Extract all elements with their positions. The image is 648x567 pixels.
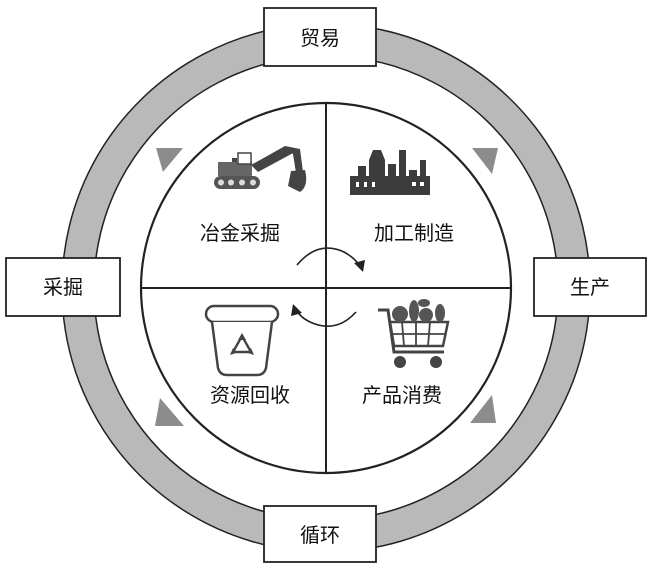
arrow-bottom-right bbox=[470, 395, 496, 423]
label-box-left bbox=[5, 257, 121, 317]
arrow-top-right bbox=[472, 148, 498, 174]
quadrant-label-bottom-left: 资源回收 bbox=[210, 383, 290, 407]
arrow-top-left bbox=[156, 148, 183, 172]
quadrant-label-bottom-right: 产品消费 bbox=[362, 383, 442, 407]
shopping-cart-icon bbox=[378, 299, 450, 368]
label-right: 生产 bbox=[570, 275, 610, 299]
label-top: 贸易 bbox=[300, 26, 340, 50]
excavator-icon bbox=[214, 146, 307, 192]
label-left: 采掘 bbox=[43, 275, 83, 299]
arrow-bottom-left bbox=[155, 398, 184, 426]
label-bottom: 循环 bbox=[300, 523, 340, 547]
label-box-right bbox=[533, 257, 647, 317]
label-box-bottom bbox=[263, 505, 377, 563]
cycle-arrowhead-1 bbox=[354, 260, 365, 272]
quadrant-label-top-left: 冶金采掘 bbox=[200, 221, 280, 245]
quadrant-label-top-right: 加工制造 bbox=[374, 221, 454, 245]
label-box-top bbox=[263, 7, 377, 67]
recycle-bin-icon bbox=[204, 304, 280, 377]
cycle-arrowhead-2 bbox=[291, 304, 302, 316]
factory-icon bbox=[350, 150, 430, 195]
